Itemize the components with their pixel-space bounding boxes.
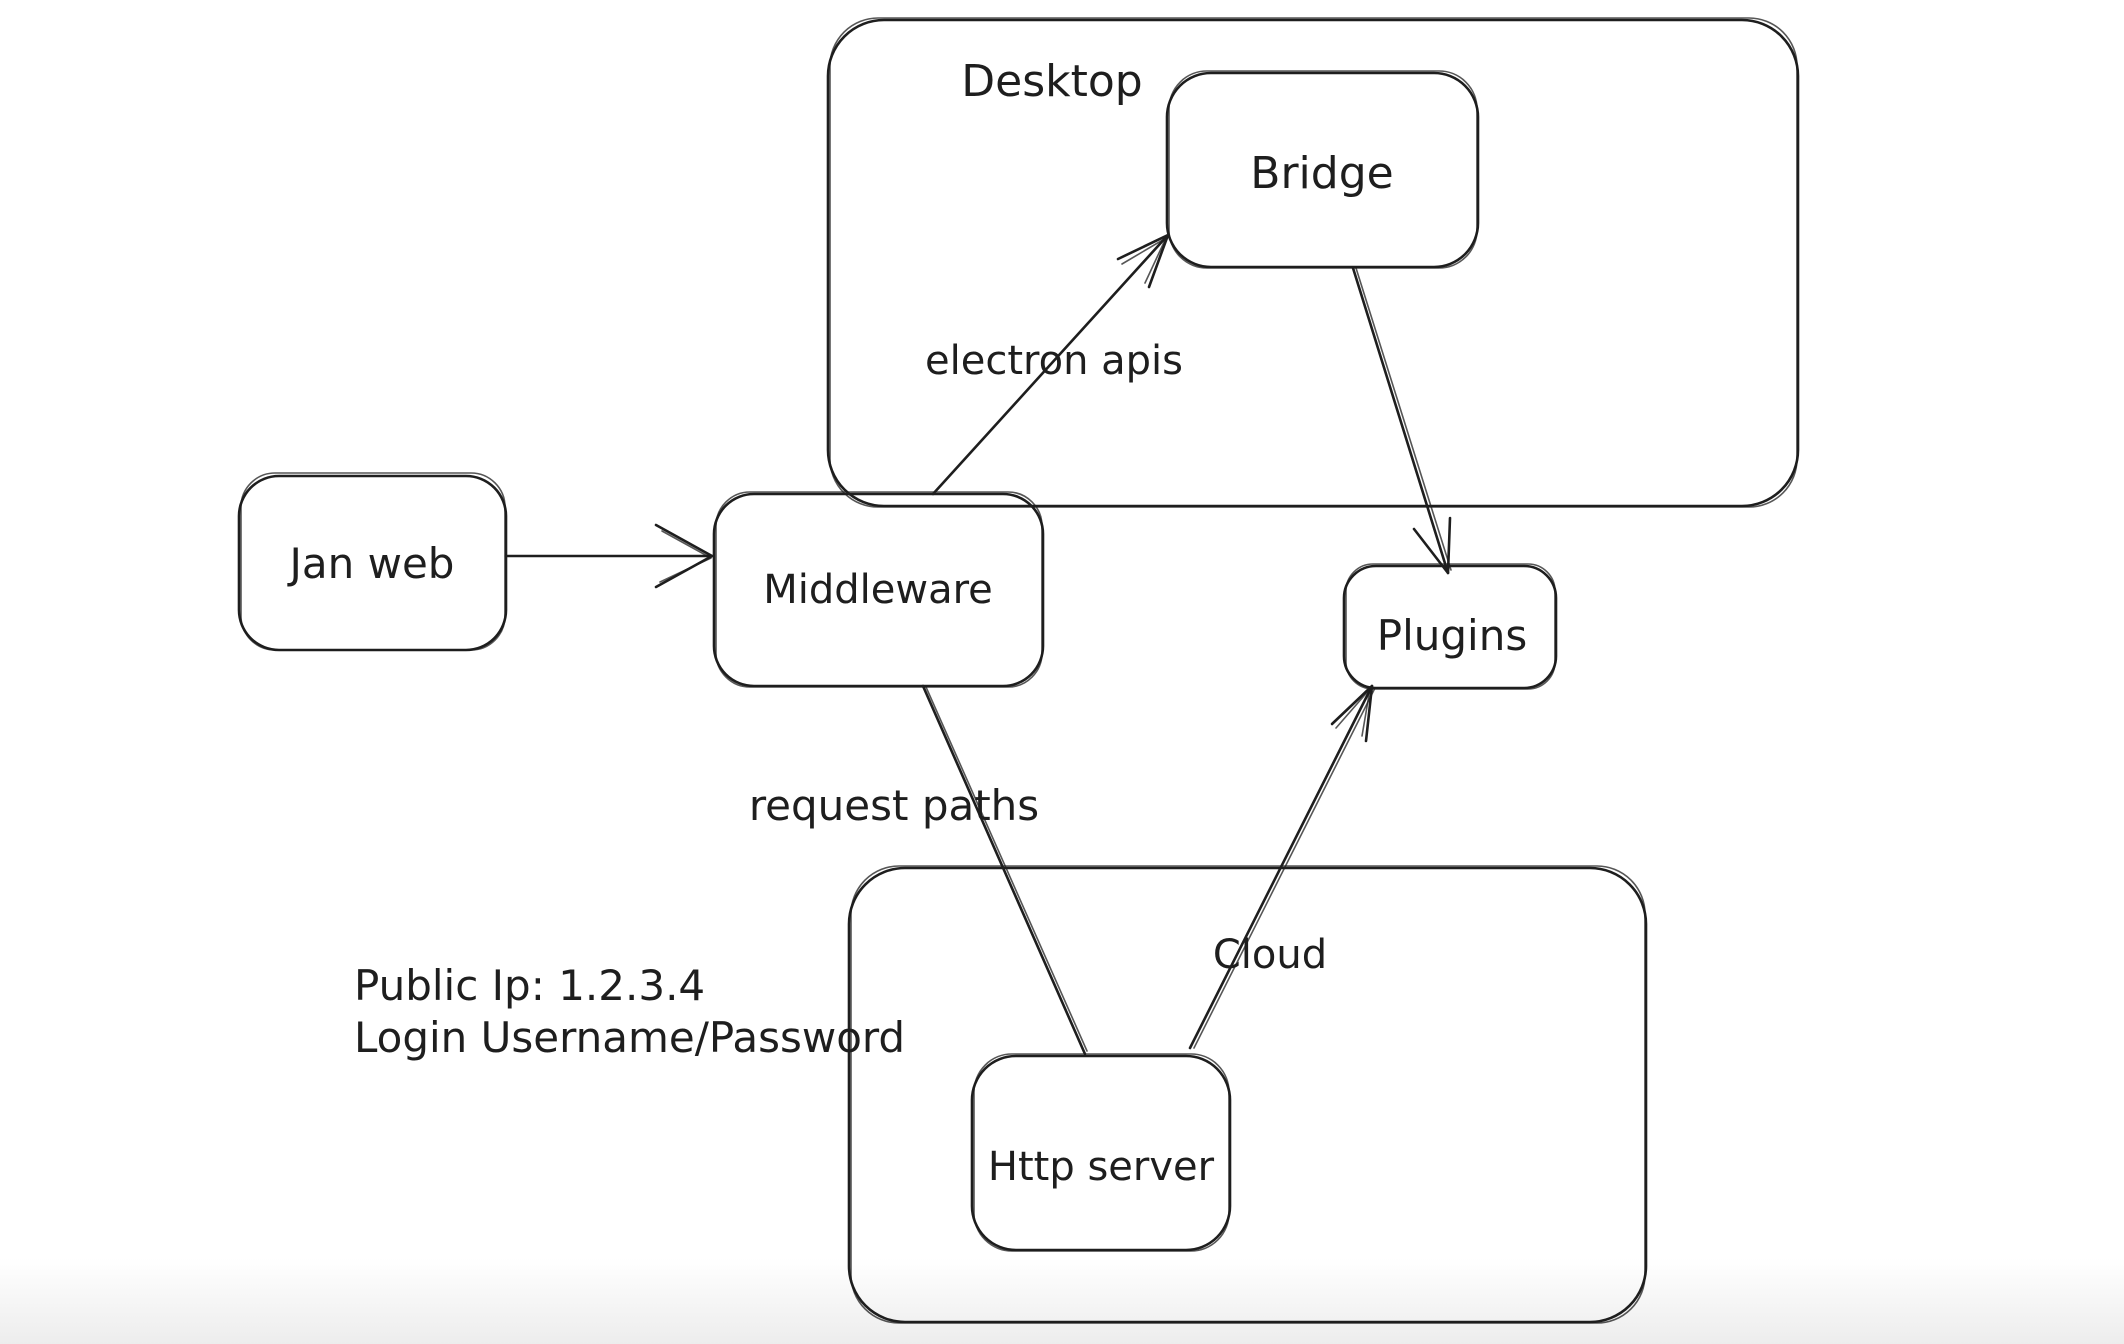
node-plugins-outline-sketch — [1345, 563, 1556, 690]
edge-middleware-to-bridge-line — [931, 233, 1170, 496]
node-jan-web-outline-sketch — [240, 472, 506, 651]
node-jan-web-label[interactable]: Jan web — [287, 539, 455, 588]
node-bridge-label[interactable]: Bridge — [1250, 148, 1393, 199]
node-http-server[interactable]: Http server — [970, 1053, 1232, 1252]
container-cloud-outline — [847, 866, 1648, 1324]
edge-bridge-to-plugins-line — [1351, 266, 1450, 575]
edge-http-server-to-plugins[interactable] — [1188, 684, 1376, 1050]
edge-label-electron-apis[interactable]: electron apis — [925, 338, 1183, 384]
edge-bridge-to-plugins-line-sketch — [1355, 267, 1452, 571]
edge-middleware-to-bridge-arrowhead-sketch — [1121, 237, 1167, 284]
node-jan-web[interactable]: Jan web — [237, 472, 508, 652]
container-cloud-label[interactable]: Cloud — [1213, 932, 1327, 978]
edge-middleware-to-http-server[interactable]: request paths — [749, 684, 1088, 1056]
node-http-server-outline-sketch — [973, 1053, 1230, 1252]
node-bridge-outline — [1165, 71, 1480, 269]
note-login-line[interactable]: Login Username/Password — [354, 1013, 905, 1062]
edge-middleware-to-http-server-line — [921, 684, 1087, 1056]
edge-bridge-to-plugins-arrowhead — [1412, 516, 1452, 575]
node-middleware-label[interactable]: Middleware — [763, 567, 993, 613]
node-middleware-outline-sketch — [715, 491, 1043, 688]
edge-label-request-paths[interactable]: request paths — [749, 781, 1039, 830]
container-cloud[interactable]: Cloud — [847, 865, 1648, 1324]
container-desktop-outline-sketch — [829, 17, 1798, 508]
node-http-server-outline — [970, 1054, 1232, 1252]
edge-bridge-to-plugins[interactable] — [1351, 266, 1452, 575]
edge-middleware-to-bridge[interactable]: electron apis — [925, 233, 1183, 496]
edge-jan-web-to-middleware-arrowhead-sketch — [659, 530, 712, 583]
node-bridge[interactable]: Bridge — [1165, 70, 1480, 269]
node-middleware-outline — [712, 492, 1045, 688]
canvas-bottom-fade — [0, 1258, 2124, 1344]
node-http-server-label[interactable]: Http server — [988, 1144, 1215, 1190]
note-credentials[interactable]: Public Ip: 1.2.3.4 Login Username/Passwo… — [354, 961, 905, 1062]
edge-jan-web-to-middleware-arrowhead — [654, 523, 714, 589]
node-plugins[interactable]: Plugins — [1342, 563, 1558, 690]
edge-http-server-to-plugins-arrowhead-sketch — [1335, 688, 1371, 737]
edge-http-server-to-plugins-line — [1188, 684, 1374, 1050]
edge-http-server-to-plugins-line-sketch — [1193, 687, 1376, 1049]
container-desktop-outline — [826, 18, 1800, 508]
node-bridge-outline-sketch — [1168, 70, 1478, 269]
edge-middleware-to-bridge-arrowhead — [1116, 233, 1170, 289]
container-desktop-label[interactable]: Desktop — [961, 56, 1142, 107]
edge-middleware-to-http-server-line-sketch — [925, 686, 1088, 1052]
container-desktop[interactable]: Desktop — [826, 17, 1800, 508]
container-cloud-outline-sketch — [850, 865, 1646, 1324]
node-plugins-label[interactable]: Plugins — [1377, 611, 1527, 660]
edge-http-server-to-plugins-arrowhead — [1330, 684, 1374, 743]
node-middleware[interactable]: Middleware — [712, 491, 1045, 688]
note-public-ip-line[interactable]: Public Ip: 1.2.3.4 — [354, 961, 705, 1010]
edge-jan-web-to-middleware[interactable] — [504, 523, 714, 589]
